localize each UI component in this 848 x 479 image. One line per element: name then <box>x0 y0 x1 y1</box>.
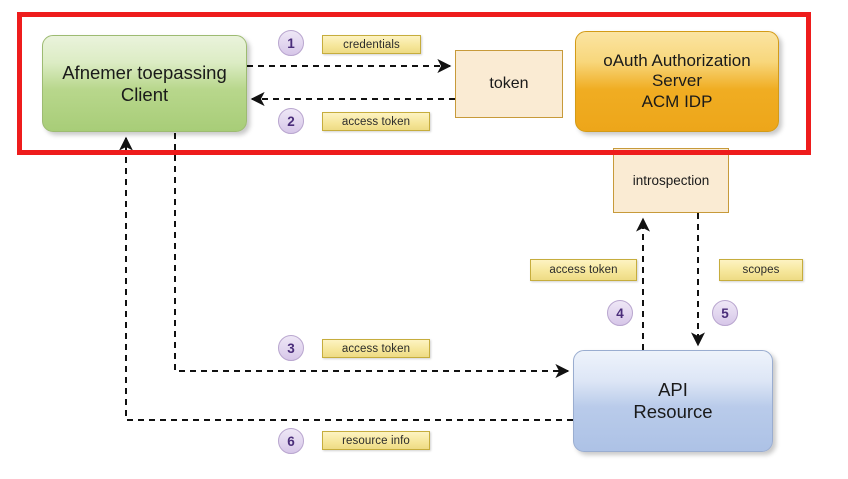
step-badge-1: 1 <box>278 30 304 56</box>
node-token[interactable]: token <box>455 50 563 118</box>
edge-3-access-token-line <box>174 133 570 378</box>
edge-label-access-token-2: access token <box>322 112 430 131</box>
step-badge-5: 5 <box>712 300 738 326</box>
step-badge-2: 2 <box>278 108 304 134</box>
node-oauth-authorization-server[interactable]: oAuth Authorization Server ACM IDP <box>575 31 779 132</box>
node-token-label: token <box>489 74 529 92</box>
node-introspection[interactable]: introspection <box>613 148 729 213</box>
edge-label-access-token-4: access token <box>530 259 637 281</box>
step-badge-4: 4 <box>607 300 633 326</box>
node-client-label: Afnemer toepassing Client <box>62 61 227 105</box>
node-client[interactable]: Afnemer toepassing Client <box>42 35 247 132</box>
node-api-resource-label: API Resource <box>633 379 713 422</box>
step-badge-3: 3 <box>278 335 304 361</box>
node-oauth-authorization-server-label: oAuth Authorization Server ACM IDP <box>603 51 751 111</box>
edge-label-credentials: credentials <box>322 35 421 54</box>
edge-label-access-token-3: access token <box>322 339 430 358</box>
edge-label-resource-info: resource info <box>322 431 430 450</box>
step-badge-6: 6 <box>278 428 304 454</box>
node-introspection-label: introspection <box>632 172 710 188</box>
edge-6-resource-info-line <box>119 136 573 421</box>
edge-label-scopes: scopes <box>719 259 803 281</box>
node-api-resource[interactable]: API Resource <box>573 350 773 452</box>
